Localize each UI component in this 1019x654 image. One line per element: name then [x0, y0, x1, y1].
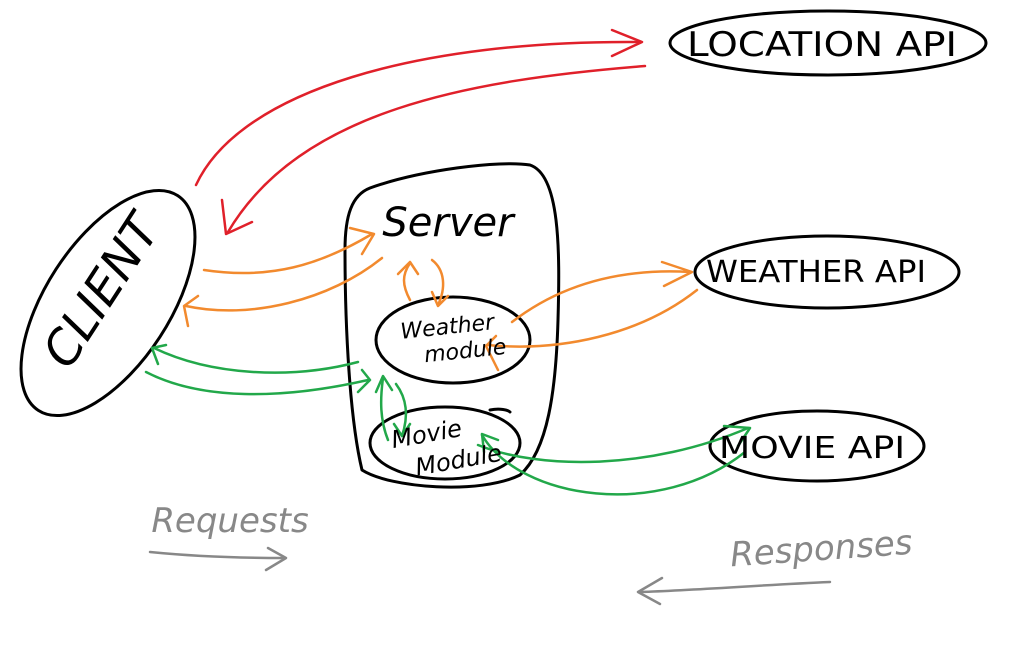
responses-legend-arrow — [638, 580, 832, 594]
movie-module-to-movie-api-arrowhead — [722, 424, 752, 448]
movie-api-to-movie-module-arrowhead — [480, 432, 500, 454]
weather-module-node — [374, 295, 532, 385]
weather-module-to-weather-api-arrow — [510, 270, 692, 324]
client-to-location-arrowhead — [610, 28, 644, 58]
requests-legend-arrow — [148, 550, 286, 560]
movie-to-server-arrow — [379, 376, 390, 442]
movie-api-node — [708, 409, 926, 483]
location-api-label: LOCATION API — [687, 25, 957, 65]
weather-module-to-weather-api-arrowhead — [660, 260, 694, 288]
weather-api-node — [693, 234, 961, 310]
requests-legend-arrowhead — [264, 546, 288, 572]
server-to-weather-arrow — [430, 258, 445, 307]
movie-module-to-movie-api-arrow — [476, 426, 750, 464]
server-to-weather-arrowhead — [430, 290, 450, 308]
weather-api-to-weather-module-arrow — [485, 288, 699, 348]
server-to-movie-arrowhead — [392, 422, 412, 438]
weather-to-server-arrowhead — [396, 260, 420, 276]
location-to-client-arrow — [226, 64, 647, 234]
movie-api-label: MOVIE API — [719, 431, 905, 466]
client-node — [19, 188, 197, 418]
client-to-server-arrowhead — [348, 226, 376, 256]
movie-api-to-movie-module-arrow — [480, 433, 747, 496]
responses-legend-label: Responses — [729, 523, 914, 576]
client-to-server-green-arrowhead — [356, 368, 372, 394]
client-to-location-arrow — [194, 40, 642, 187]
weather-api-label: WEATHER API — [706, 255, 926, 290]
client-to-server-green-arrow — [144, 370, 370, 396]
server-to-client-green-arrow — [152, 346, 360, 374]
location-to-client-arrowhead — [220, 198, 254, 236]
movie-module-stroke — [488, 407, 512, 414]
weather-api-to-weather-module-arrowhead — [484, 334, 500, 372]
responses-legend-arrowhead — [636, 576, 664, 606]
movie-module-node — [368, 405, 522, 481]
server-to-client-arrowhead — [182, 294, 200, 328]
server-to-client-arrow — [184, 256, 384, 312]
server-to-movie-arrow — [394, 382, 408, 438]
requests-legend-label: Requests — [151, 501, 308, 541]
server-to-client-green-arrowhead — [150, 343, 168, 366]
client-to-server-arrow — [202, 232, 374, 275]
movie-to-server-arrowhead — [374, 374, 394, 394]
weather-to-server-arrow — [402, 261, 412, 302]
server-label: Server — [382, 200, 516, 246]
location-api-node — [668, 9, 988, 77]
